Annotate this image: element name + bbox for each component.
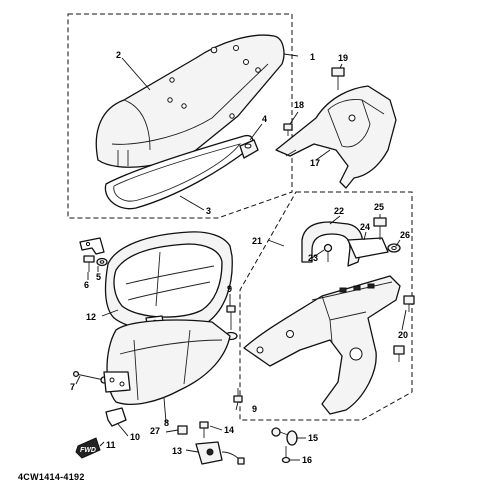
bolt-25[interactable] <box>373 217 387 240</box>
hinge-pin-7[interactable] <box>72 370 108 384</box>
inner-box-panel[interactable] <box>106 319 231 405</box>
callout-24: 24 <box>360 222 370 232</box>
seat[interactable] <box>95 34 285 168</box>
bolt-20-upper[interactable] <box>403 295 415 312</box>
callout-17: 17 <box>310 158 320 168</box>
carrier-group-dashed-frame <box>239 191 413 421</box>
bolt-23[interactable] <box>323 243 333 263</box>
callout-7: 7 <box>70 382 75 392</box>
callout-13: 13 <box>172 446 182 456</box>
callout-6: 6 <box>84 280 89 290</box>
hinge-assembly[interactable] <box>103 371 131 393</box>
callout-20: 20 <box>398 330 408 340</box>
callout-9-lower: 9 <box>252 404 257 414</box>
screw-6[interactable] <box>83 255 95 272</box>
carrier-plate-24[interactable] <box>347 237 389 259</box>
seat-lock-bracket-5[interactable] <box>79 237 105 255</box>
damper-4[interactable] <box>239 139 259 159</box>
callout-25: 25 <box>374 202 384 212</box>
nut-27[interactable] <box>177 425 188 435</box>
callout-2: 2 <box>116 50 121 60</box>
washer-5[interactable] <box>96 257 108 267</box>
callout-11: 11 <box>106 440 116 450</box>
clip-10[interactable] <box>105 407 127 427</box>
callout-18: 18 <box>294 100 304 110</box>
callout-12: 12 <box>86 312 96 322</box>
callout-16: 16 <box>302 455 312 465</box>
callout-19: 19 <box>338 53 348 63</box>
seat-lock-13[interactable] <box>195 441 245 465</box>
nut-26[interactable] <box>387 243 401 253</box>
callout-15: 15 <box>308 433 318 443</box>
callout-1: 1 <box>310 52 315 62</box>
callout-27: 27 <box>150 426 160 436</box>
bolt-9-lower[interactable] <box>233 388 243 403</box>
rear-carrier-17[interactable] <box>275 85 397 189</box>
grab-handle-22[interactable] <box>301 221 364 267</box>
helmet-box[interactable] <box>104 231 233 332</box>
seat-group-dashed-frame <box>67 13 293 219</box>
callout-4: 4 <box>262 114 267 124</box>
bolt-19[interactable] <box>331 67 345 90</box>
bolt-16[interactable] <box>281 446 291 464</box>
diagram-reference-code: 4CW1414-4192 <box>18 472 85 482</box>
callout-9-upper: 9 <box>227 284 232 294</box>
callout-26: 26 <box>400 230 410 240</box>
rear-frame-bracket[interactable] <box>243 275 401 415</box>
callout-22: 22 <box>334 206 344 216</box>
fwd-label: FWD <box>80 447 96 454</box>
bracket-bolt-15[interactable] <box>271 427 298 446</box>
bolt-20-lower[interactable] <box>393 345 405 362</box>
bolt-18[interactable] <box>283 123 293 136</box>
callout-8: 8 <box>164 418 169 428</box>
callout-23: 23 <box>308 253 318 263</box>
callout-3: 3 <box>206 206 211 216</box>
callout-5: 5 <box>96 272 101 282</box>
leader-lines <box>75 53 407 461</box>
screw-14[interactable] <box>199 421 209 438</box>
callout-10: 10 <box>130 432 140 442</box>
fwd-arrow: FWD <box>75 437 101 459</box>
callout-labels: 1 2 3 4 5 6 7 8 9 9 10 11 12 13 14 15 16… <box>70 50 410 465</box>
callout-14: 14 <box>224 425 234 435</box>
callout-21: 21 <box>252 236 262 246</box>
